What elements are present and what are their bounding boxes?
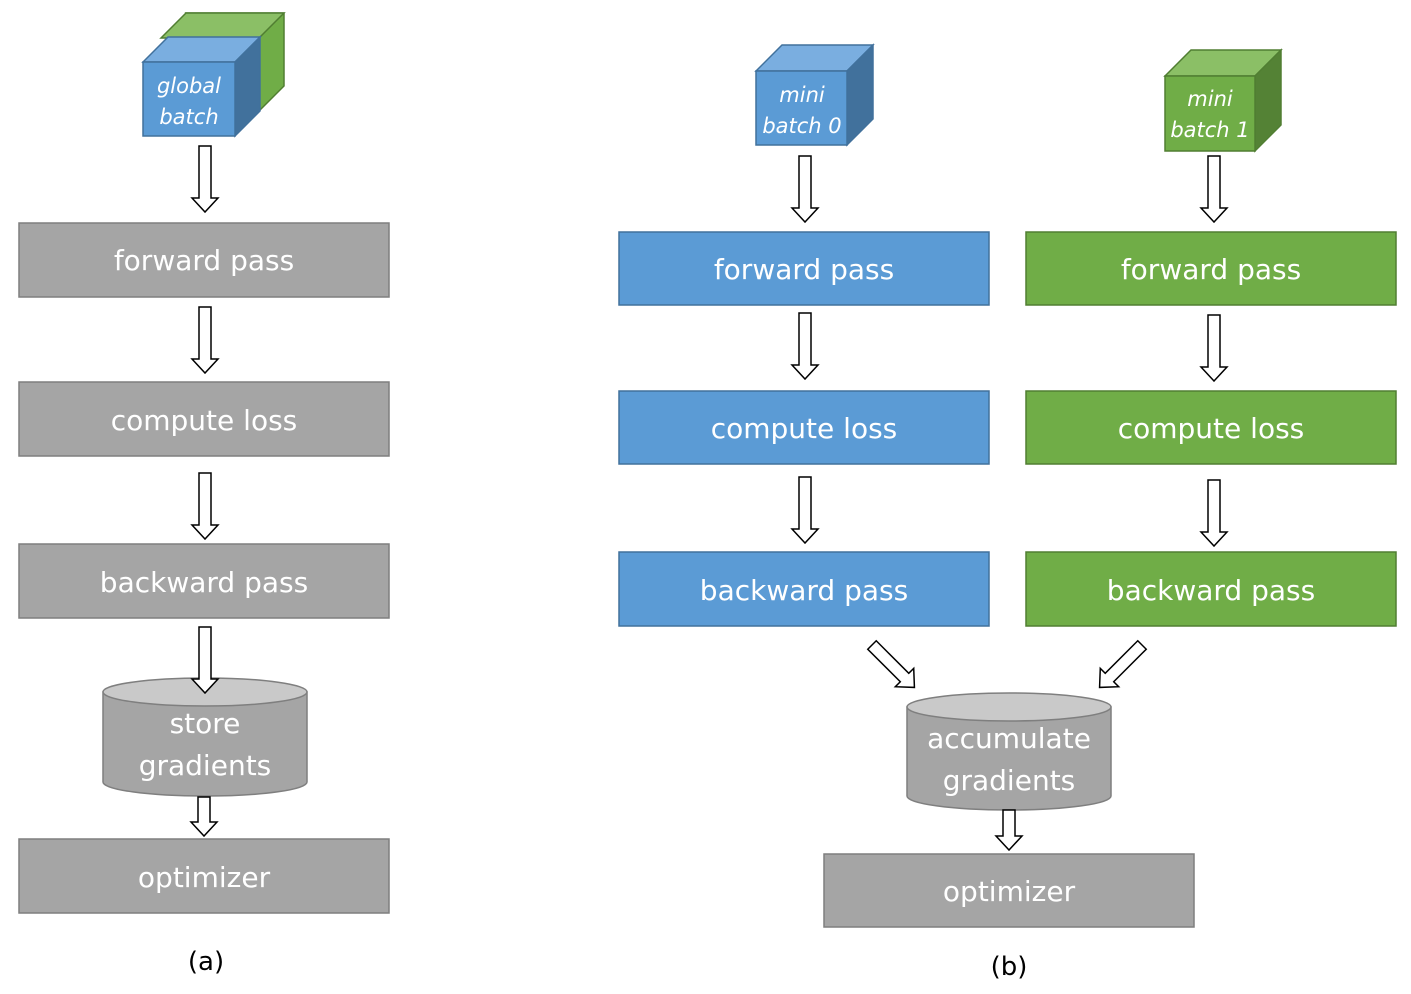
arrow-b0-1 bbox=[791, 155, 819, 223]
a-forward-pass-box: forward pass bbox=[18, 222, 390, 298]
a-optimizer-label: optimizer bbox=[138, 861, 271, 894]
a-compute-loss-label: compute loss bbox=[111, 404, 298, 437]
b0-compute-loss-label: compute loss bbox=[711, 412, 898, 445]
store-gradients-line2: gradients bbox=[139, 749, 272, 782]
b0-forward-pass-label: forward pass bbox=[714, 253, 894, 286]
arrow-a3 bbox=[191, 472, 219, 540]
b1-compute-loss-box: compute loss bbox=[1025, 390, 1397, 465]
arrow-diag-left bbox=[866, 639, 916, 689]
arrow-diag-right bbox=[1098, 639, 1148, 689]
mini-batch-1-cube: mini batch 1 bbox=[1163, 48, 1283, 153]
arrow-b1-1 bbox=[1200, 155, 1228, 223]
global-batch-cube: global batch bbox=[141, 12, 286, 138]
accumulate-gradients-line2: gradients bbox=[943, 764, 1076, 797]
panel-a: global batch forward pass compute loss b… bbox=[18, 12, 390, 977]
b0-forward-pass-box: forward pass bbox=[618, 231, 990, 306]
a-forward-pass-label: forward pass bbox=[114, 244, 294, 277]
arrow-a5 bbox=[189, 796, 219, 838]
mini-batch-1-line1: mini bbox=[1187, 87, 1233, 111]
arrow-a1 bbox=[191, 145, 219, 213]
b-optimizer-box: optimizer bbox=[823, 853, 1195, 928]
b1-forward-pass-box: forward pass bbox=[1025, 231, 1397, 306]
b-optimizer-label: optimizer bbox=[943, 875, 1076, 908]
global-batch-label-line1: global bbox=[157, 74, 221, 98]
b0-backward-pass-label: backward pass bbox=[700, 574, 908, 607]
b1-compute-loss-label: compute loss bbox=[1118, 412, 1305, 445]
accumulate-gradients-line1: accumulate bbox=[927, 722, 1091, 755]
a-optimizer-box: optimizer bbox=[18, 838, 390, 914]
mini-batch-0-line1: mini bbox=[779, 83, 825, 107]
a-backward-pass-box: backward pass bbox=[18, 543, 390, 619]
b0-backward-pass-box: backward pass bbox=[618, 551, 990, 627]
caption-a: (a) bbox=[188, 947, 224, 977]
arrow-b-accum bbox=[994, 809, 1024, 852]
a-compute-loss-box: compute loss bbox=[18, 381, 390, 457]
store-gradients-line1: store bbox=[170, 707, 241, 740]
mini-batch-1-line2: batch 1 bbox=[1170, 118, 1249, 142]
arrow-b1-2 bbox=[1200, 314, 1228, 382]
mini-batch-0-cube: mini batch 0 bbox=[754, 43, 875, 147]
caption-b: (b) bbox=[991, 952, 1028, 982]
panel-b: mini batch 0 mini batch 1 forward pass c… bbox=[618, 43, 1397, 982]
b0-compute-loss-box: compute loss bbox=[618, 390, 990, 465]
global-batch-label-line2: batch bbox=[159, 105, 218, 129]
arrow-b0-2 bbox=[791, 312, 819, 380]
b1-forward-pass-label: forward pass bbox=[1121, 253, 1301, 286]
arrow-b0-3 bbox=[791, 476, 819, 544]
mini-batch-0-line2: batch 0 bbox=[762, 114, 841, 138]
accumulate-gradients-cylinder: accumulate gradients bbox=[906, 692, 1112, 811]
arrow-a4 bbox=[191, 626, 219, 694]
b1-backward-pass-label: backward pass bbox=[1107, 574, 1315, 607]
a-backward-pass-label: backward pass bbox=[100, 566, 308, 599]
store-gradients-cylinder: store gradients bbox=[102, 677, 308, 797]
arrow-a2 bbox=[191, 306, 219, 374]
arrow-b1-3 bbox=[1200, 479, 1228, 547]
b1-backward-pass-box: backward pass bbox=[1025, 551, 1397, 627]
